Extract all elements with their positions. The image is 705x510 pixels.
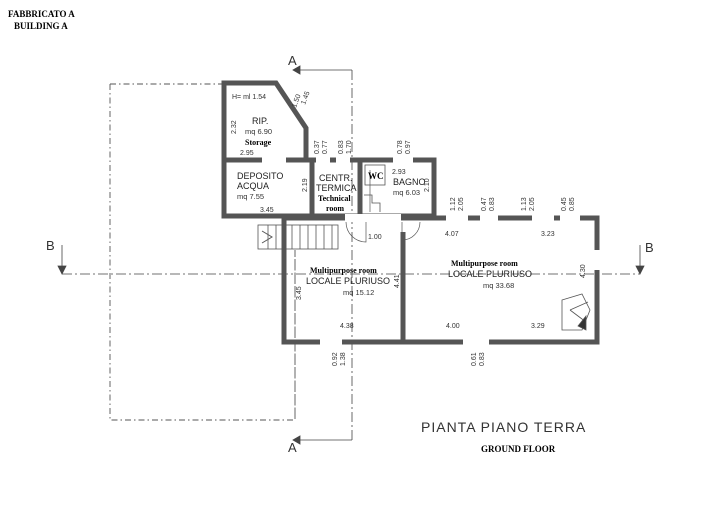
- dim-078: 0.78: [397, 140, 404, 154]
- storage-area: mq 6.90: [245, 127, 272, 136]
- deposit-it-line1: DEPOSITO: [237, 171, 283, 181]
- dim-077: 0.77: [322, 140, 329, 154]
- storage-height: H= ml 1.54: [232, 94, 266, 101]
- dim-113: 1.13: [521, 197, 528, 211]
- dim-092: 0.92: [332, 352, 339, 366]
- storage-en-name: Storage: [245, 138, 272, 147]
- dim-219: 2.19: [302, 178, 309, 192]
- adjacent-building-outline: [109, 83, 296, 421]
- dim-083c: 0.83: [479, 352, 486, 366]
- dim-150: 1.50: [291, 93, 302, 108]
- dim-400: 4.00: [446, 323, 460, 330]
- dim-205b: 2.05: [529, 197, 536, 211]
- section-a-top-label: A: [288, 53, 297, 68]
- wc-it-name: BAGNO: [393, 177, 426, 187]
- wc-label: WC: [368, 171, 384, 181]
- section-b-left-label: B: [46, 238, 55, 253]
- dim-430: 4.30: [580, 264, 587, 278]
- multi-left-it-name: LOCALE PLURIUSO: [306, 276, 390, 286]
- dim-083b: 0.83: [489, 197, 496, 211]
- technical-it-line1: CENTR.: [319, 173, 353, 183]
- wc-area: mq 6.03: [393, 188, 420, 197]
- section-a-bottom-label: A: [288, 440, 297, 455]
- door-swings: [345, 170, 421, 243]
- dim-345a: 3.45: [260, 207, 274, 214]
- section-b-right-label: B: [645, 240, 654, 255]
- dim-045: 0.45: [561, 197, 568, 211]
- dim-100: 1.00: [368, 234, 382, 241]
- dim-441: 4.41: [394, 274, 401, 288]
- multi-left-en-name: Multipurpose room: [310, 266, 377, 275]
- multi-left-area: mq 15.12: [343, 288, 374, 297]
- staircase: [257, 224, 339, 250]
- walls: [221, 80, 600, 345]
- dim-210: 2.10: [424, 178, 431, 192]
- technical-en-line2: room: [326, 204, 344, 213]
- dim-295: 2.95: [240, 150, 254, 157]
- dim-345b: 3.45: [296, 286, 303, 300]
- dim-329: 3.29: [531, 323, 545, 330]
- dim-037: 0.37: [314, 140, 321, 154]
- building-title-en: BUILDING A: [14, 21, 68, 31]
- multi-right-area: mq 33.68: [483, 281, 514, 290]
- plan-subtitle: GROUND FLOOR: [481, 444, 556, 454]
- dim-170: 1.70: [346, 140, 353, 154]
- multi-right-it-name: LOCALE PLURIUSO: [448, 269, 532, 279]
- openings: [262, 156, 601, 346]
- dim-293: 2.93: [392, 169, 406, 176]
- technical-en-line1: Technical: [318, 194, 351, 203]
- dim-083a: 0.83: [338, 140, 345, 154]
- multi-right-en-name: Multipurpose room: [451, 259, 518, 268]
- deposit-area: mq 7.55: [237, 192, 264, 201]
- dim-138: 1.38: [340, 352, 347, 366]
- section-line-b: [57, 245, 645, 275]
- dim-205a: 2.05: [458, 197, 465, 211]
- building-title-it: FABBRICATO A: [8, 9, 75, 19]
- dim-112: 1.12: [450, 197, 457, 211]
- plan-title: PIANTA PIANO TERRA: [421, 419, 586, 435]
- section-line-a: [292, 65, 353, 445]
- dim-407: 4.07: [445, 231, 459, 238]
- dim-047: 0.47: [481, 197, 488, 211]
- deposit-it-line2: ACQUA: [237, 181, 269, 191]
- dim-061: 0.61: [471, 352, 478, 366]
- technical-it-line2: TERMICA: [316, 183, 357, 193]
- dim-232: 2.32: [231, 120, 238, 134]
- dim-145: 1.45: [300, 90, 311, 105]
- dim-085: 0.85: [569, 197, 576, 211]
- storage-it-name: RIP.: [252, 116, 268, 126]
- dim-323: 3.23: [541, 231, 555, 238]
- dim-438: 4.38: [340, 323, 354, 330]
- wc-fixtures: [364, 164, 386, 212]
- dim-097: 0.97: [405, 140, 412, 154]
- spiral-stair: [561, 293, 591, 331]
